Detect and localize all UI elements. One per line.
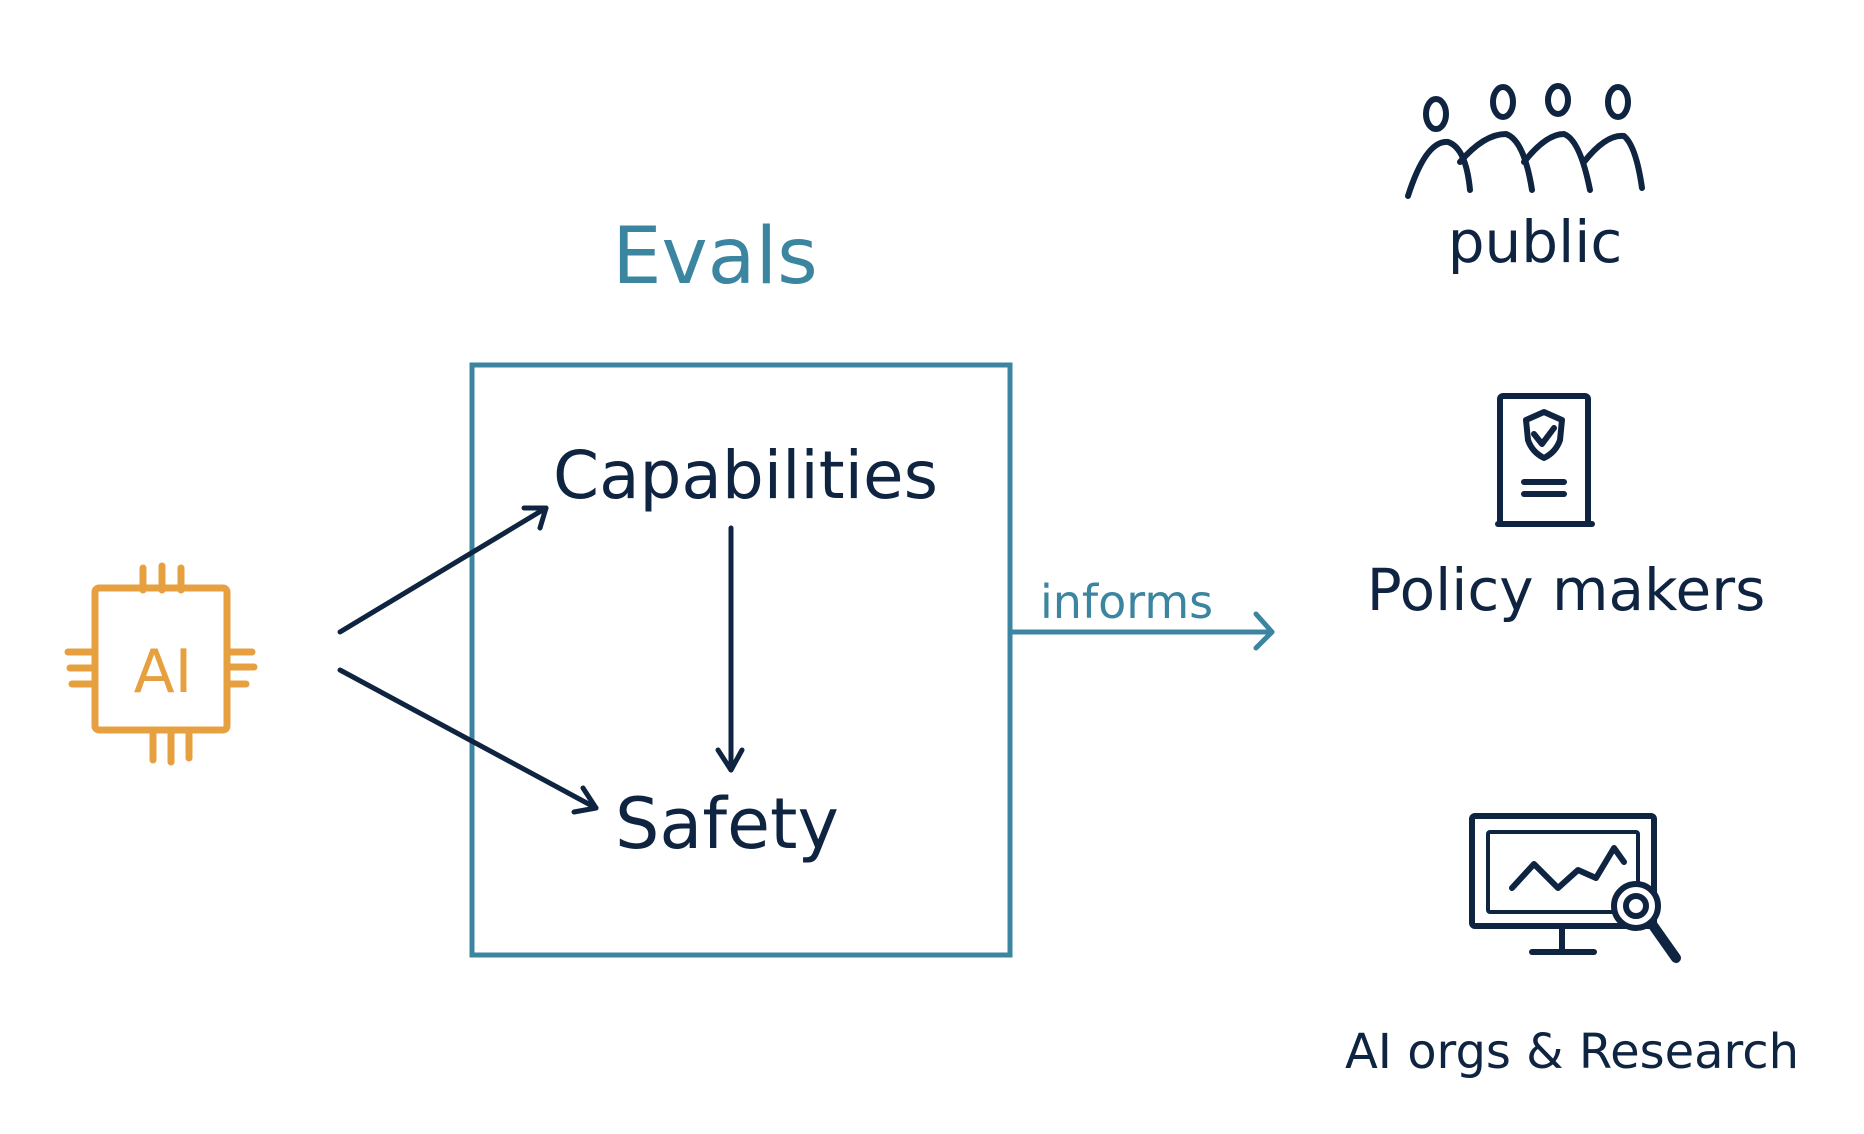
informs-arrow xyxy=(1007,611,1275,651)
monitor-magnifier-icon xyxy=(1469,813,1681,963)
arrow-ai-to-safety xyxy=(337,667,599,815)
arrow-capabilities-to-safety xyxy=(715,525,745,773)
capabilities-label: Capabilities xyxy=(553,437,938,514)
policy-document-icon xyxy=(1495,393,1595,527)
evals-box xyxy=(469,362,1013,958)
diagram-title: Evals xyxy=(612,212,818,302)
audience-research-label: AI orgs & Research xyxy=(1345,1024,1799,1080)
ai-chip-label: AI xyxy=(134,637,193,707)
ai-chip-icon xyxy=(64,562,258,766)
safety-label: Safety xyxy=(615,783,839,865)
audience-policy-label: Policy makers xyxy=(1367,556,1766,624)
people-icon xyxy=(1405,83,1645,199)
informs-label: informs xyxy=(1040,575,1213,629)
audience-public-label: public xyxy=(1448,208,1623,276)
arrow-ai-to-capabilities xyxy=(337,505,549,635)
